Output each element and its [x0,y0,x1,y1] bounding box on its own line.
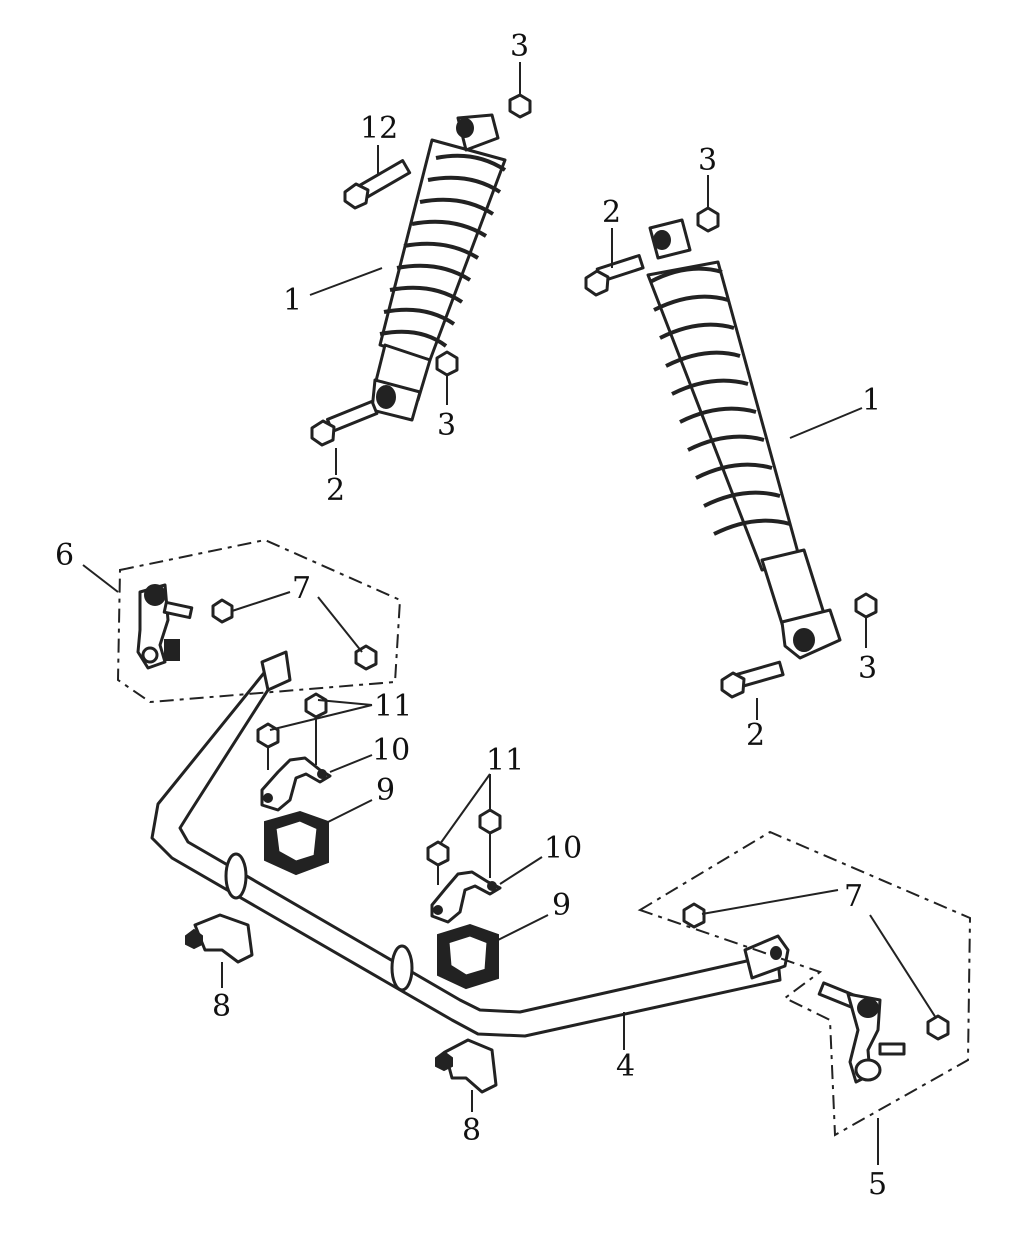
callout-bolt-right-upper: 2 [602,195,621,230]
callout-bolts-left: 11 [374,689,412,724]
clamp-center [430,870,502,924]
link-left [136,583,194,670]
nut-left-top [508,93,532,119]
shock-absorber-right [646,218,842,660]
callout-nut-right-lower: 3 [858,651,877,686]
bolt-right-lower [720,660,785,699]
link-right-frame [637,830,972,1137]
callout-bracket-left: 8 [212,989,231,1024]
callout-bolts-center: 11 [486,743,524,778]
callout-bolt-left-top: 12 [360,111,398,146]
nut-right-top [696,206,720,233]
bolt-left-lower [310,399,379,447]
callout-shock-right: 1 [862,383,881,418]
callout-clamp-left: 10 [372,733,410,768]
shock-absorber-left [370,113,507,422]
callout-bushing-left: 9 [376,773,395,808]
bracket-left [185,913,254,964]
callout-bracket-center: 8 [462,1113,481,1148]
callout-link-right: 5 [868,1167,887,1202]
callout-bolt-right-lower: 2 [746,718,765,753]
callout-stabilizer-bar: 4 [616,1049,635,1084]
link-left-frame [116,538,402,704]
link-right [817,981,906,1084]
stabilizer-bar [150,650,790,1038]
nut-link-right [682,902,950,1041]
callout-bolt-left-lower: 2 [326,473,345,508]
bolts-left [256,692,328,770]
bushing-left [264,810,329,876]
clamp-left [260,756,332,812]
callout-shock-left: 1 [283,283,302,318]
nut-left-lower [435,350,459,377]
bolt-right-upper [584,253,645,297]
callout-clamp-center: 10 [544,831,582,866]
leader-lines [82,62,937,1165]
callouts: 1 1 2 2 2 3 3 3 3 4 5 6 7 7 8 8 9 9 10 1… [55,29,887,1202]
callout-nut-left-lower: 3 [437,408,456,443]
callout-nut-right-top: 3 [698,143,717,178]
callout-nut-link-left: 7 [292,571,311,606]
bolt-left-top [343,159,412,210]
callout-nut-link-right: 7 [844,879,863,914]
callout-link-left: 6 [55,538,74,573]
nut-right-lower [854,592,878,619]
bracket-center [435,1038,498,1094]
callout-nut-left-top: 3 [510,29,529,64]
callout-bushing-center: 9 [552,888,571,923]
nut-link-left [211,598,378,671]
bushing-center [437,923,499,990]
